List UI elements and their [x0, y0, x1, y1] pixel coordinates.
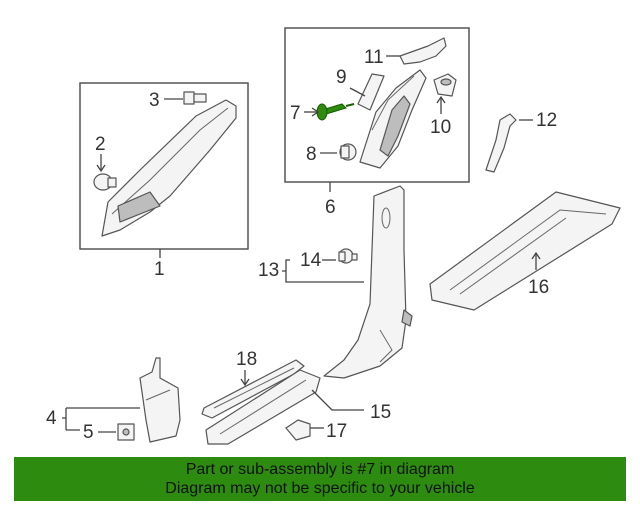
callout-3: 3: [149, 90, 160, 111]
callout-9: 9: [336, 67, 347, 88]
part-14-clip: [338, 248, 358, 264]
part-2-clip: [93, 173, 117, 191]
banner-line-1: Part or sub-assembly is #7 in diagram: [185, 461, 455, 478]
callout-7: 7: [290, 103, 301, 124]
callout-5: 5: [83, 422, 94, 443]
group-box-6: [284, 27, 470, 183]
callout-14: 14: [300, 250, 322, 271]
part-7-screw: [316, 103, 355, 121]
part-10-cap: [433, 73, 457, 97]
part-9-pad: [357, 73, 385, 111]
part-16-sill-plate: [429, 191, 621, 311]
callout-4: 4: [46, 408, 57, 429]
callout-13: 13: [258, 260, 279, 281]
callout-11: 11: [364, 47, 384, 68]
part-17-clip: [285, 419, 311, 441]
callout-1: 1: [154, 259, 165, 280]
callout-2: 2: [95, 134, 106, 155]
callout-10: 10: [430, 117, 451, 138]
banner-line-2: Diagram may not be specific to your vehi…: [165, 480, 475, 497]
part-4-kick-panel: [139, 357, 181, 443]
callout-12: 12: [536, 110, 557, 131]
callout-17: 17: [326, 421, 347, 442]
part-12-handle: [485, 113, 517, 173]
a-pillar-trim-lower: [117, 191, 161, 223]
part-3-clip: [183, 91, 207, 105]
callout-18: 18: [236, 349, 257, 370]
part-8-clip: [339, 143, 357, 161]
callout-15: 15: [370, 402, 391, 423]
part-5-nut: [117, 423, 135, 441]
callout-8: 8: [306, 144, 317, 165]
info-banner: Part or sub-assembly is #7 in diagram Di…: [14, 457, 626, 501]
b-pillar-lower-trim: [323, 185, 407, 379]
callout-6: 6: [325, 197, 336, 218]
group-box-1: [79, 82, 249, 250]
part-11-bracket: [399, 37, 447, 65]
callout-16: 16: [528, 277, 549, 298]
